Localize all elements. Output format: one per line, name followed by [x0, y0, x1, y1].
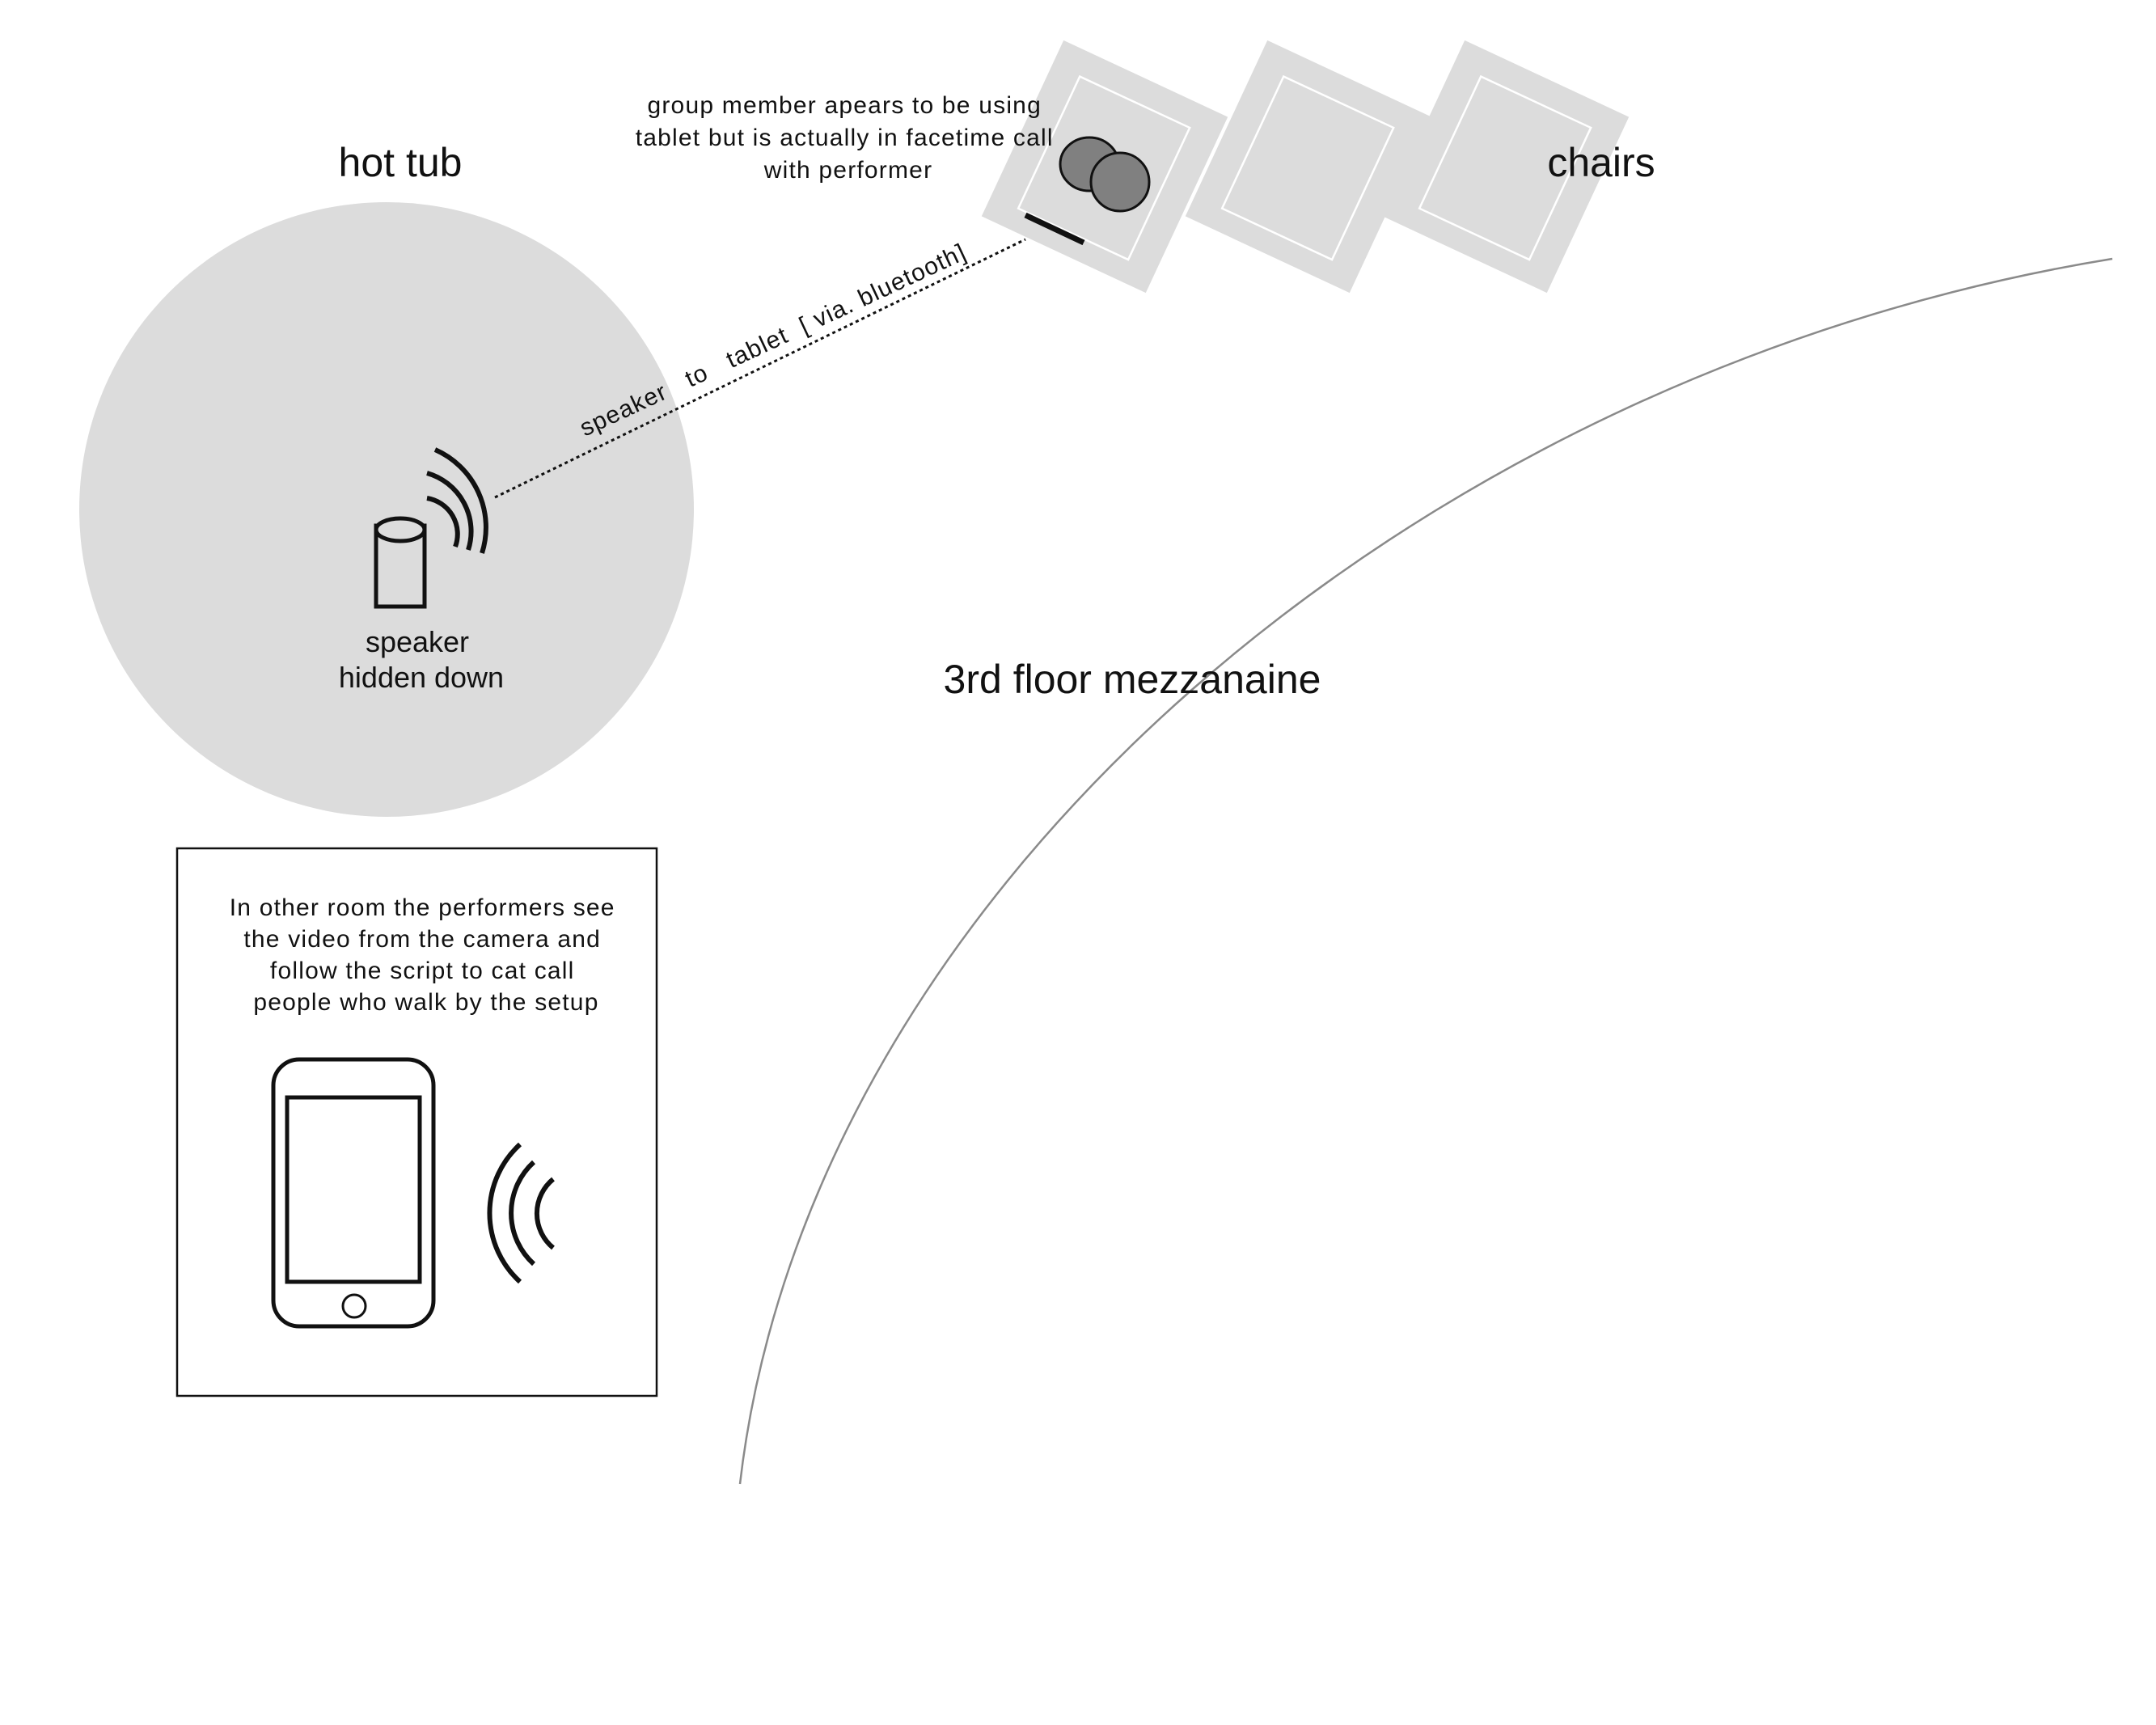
- phone-wireless-signal-icon: [487, 1142, 555, 1284]
- chairs-label: chairs: [1547, 140, 1655, 185]
- performer-room-note-line4: people who walk by the setup: [253, 989, 598, 1016]
- chair-3: [1382, 40, 1630, 294]
- chair-2: [1185, 40, 1432, 294]
- tablet-note: group member apears to be using tablet b…: [636, 92, 1062, 184]
- tablet-note-line1: group member apears to be using: [647, 92, 1041, 119]
- speaker-label: speaker hidden down: [339, 625, 504, 694]
- hot-tub-zone: [79, 202, 694, 817]
- tablet-note-line2: tablet but is actually in facetime call: [636, 125, 1054, 151]
- tablet-note-line3: with performer: [763, 157, 933, 184]
- wireless-signal-icon: [426, 447, 488, 554]
- tablet-device: [1024, 212, 1085, 246]
- performer-room-note-line1: In other room the performers see: [230, 894, 615, 921]
- mezzanine-edge-arc: [738, 257, 2113, 1485]
- speaker-icon: [374, 516, 427, 609]
- speaker-label-line1: speaker: [366, 625, 469, 658]
- people-icon: [1059, 136, 1151, 213]
- hot-tub-label: hot tub: [339, 140, 463, 185]
- speaker-label-line2: hidden down: [339, 661, 504, 694]
- performer-room-note-line3: follow the script to cat call: [270, 958, 575, 984]
- mezzanine-label: 3rd floor mezzanaine: [944, 657, 1321, 702]
- performer-room-note-line2: the video from the camera and: [243, 926, 601, 953]
- smartphone-icon: [271, 1057, 436, 1329]
- performer-room-note: In other room the performers see the vid…: [230, 894, 623, 1016]
- bluetooth-connection-line: [494, 238, 1026, 499]
